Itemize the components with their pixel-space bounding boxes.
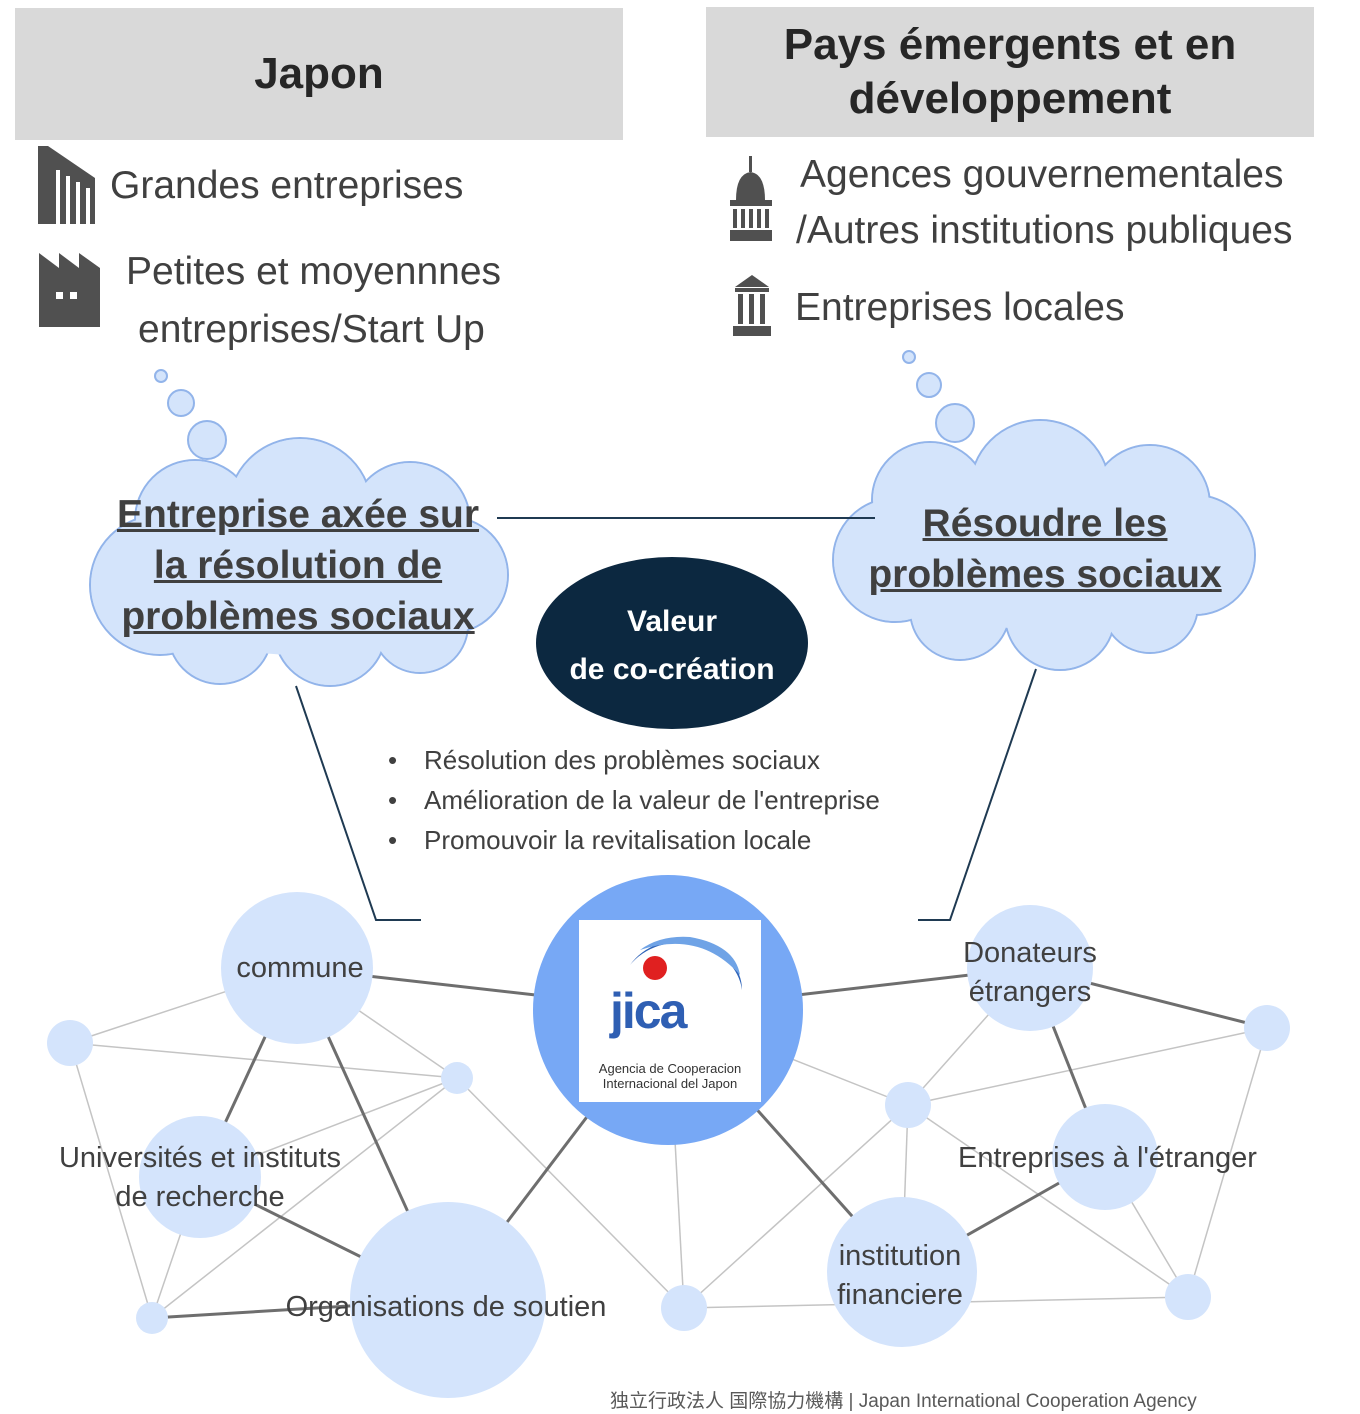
- node-small: [661, 1285, 707, 1331]
- cloud-right: [832, 419, 1256, 671]
- co-creation-line1: Valeur: [626, 605, 718, 638]
- node-small: [136, 1302, 168, 1334]
- thought-bubbles-right: [902, 350, 975, 443]
- node-donors: [967, 905, 1093, 1031]
- emerging-title-line1: Pays émergents et en: [783, 20, 1237, 69]
- cloud-left-line1: Entreprise axée sur: [116, 493, 480, 536]
- node-small: [885, 1082, 931, 1128]
- node-small: [1244, 1005, 1290, 1051]
- jica-logo: jica Agencia de Cooperacion Internaciona…: [579, 920, 761, 1102]
- jica-logo-wordmark: jica: [609, 983, 689, 1039]
- cloud-right-text: Résoudre les problèmes sociaux: [840, 498, 1250, 600]
- bullet-item: •Résolution des problèmes sociaux: [388, 745, 820, 775]
- factory-icon: [39, 253, 100, 327]
- node-commune: [221, 892, 373, 1044]
- thought-bubbles-left: [154, 369, 227, 460]
- jica-caption-line1: Agencia de Cooperacion: [599, 1061, 741, 1076]
- cloud-left-text: Entreprise axée sur la résolution de pro…: [88, 489, 508, 642]
- connector-lines: [295, 517, 1037, 921]
- japan-title: Japon: [254, 49, 384, 98]
- label-donors: Donateurs étrangers: [963, 937, 1097, 1008]
- node-support: [350, 1202, 546, 1398]
- bullet-item: •Amélioration de la valeur de l'entrepri…: [388, 785, 880, 815]
- emerging-item-gov-line2: /Autres institutions publiques: [796, 209, 1293, 252]
- label-universities: Universités et instituts de recherche: [58, 1142, 342, 1213]
- emerging-header: Pays émergents et en développement: [706, 7, 1314, 137]
- cloud-left-line3: problèmes sociaux: [121, 595, 475, 638]
- label-support: Organisations de soutien: [285, 1291, 607, 1323]
- label-commune: commune: [236, 952, 364, 984]
- node-foreign-companies: [1052, 1104, 1158, 1210]
- node-small: [47, 1020, 93, 1066]
- label-financial: institution financiere: [837, 1240, 963, 1311]
- node-small: [1165, 1274, 1211, 1320]
- cloud-right-line2: problèmes sociaux: [868, 553, 1222, 596]
- japan-header: Japon: [15, 8, 623, 140]
- bank-icon: [733, 275, 771, 336]
- capitol-icon: [730, 156, 772, 241]
- cloud-left-line2: la résolution de: [153, 544, 443, 587]
- node-financial: [827, 1197, 977, 1347]
- japan-item-sme-line2: entreprises/Start Up: [138, 308, 485, 351]
- cloud-right-line1: Résoudre les: [922, 502, 1168, 545]
- node-small: [441, 1062, 473, 1094]
- footer-text: 独立行政法人 国際協力機構 | Japan International Coop…: [610, 1391, 1197, 1412]
- emerging-title-line2: développement: [848, 74, 1172, 123]
- co-creation-line2: de co-création: [569, 653, 775, 686]
- value-bullets: •Résolution des problèmes sociaux •Améli…: [388, 740, 880, 860]
- japan-item-sme-line1: Petites et moyennnes: [126, 250, 502, 293]
- emerging-item-gov-line1: Agences gouvernementales: [800, 153, 1284, 196]
- office-building-icon: [38, 146, 95, 224]
- co-creation-text: Valeur de co-création: [536, 598, 808, 694]
- node-universities: [139, 1116, 261, 1238]
- co-creation-ellipse: [536, 557, 808, 729]
- jica-caption-line2: Internacional del Japon: [603, 1076, 737, 1091]
- cloud-left: [89, 437, 509, 687]
- network-nodes: [47, 892, 1290, 1398]
- japan-item-large-companies: Grandes entreprises: [110, 164, 464, 207]
- emerging-item-local-companies: Entreprises locales: [795, 286, 1125, 329]
- bullet-item: •Promouvoir la revitalisation locale: [388, 825, 812, 855]
- label-foreign-companies: Entreprises à l'étranger: [958, 1142, 1257, 1174]
